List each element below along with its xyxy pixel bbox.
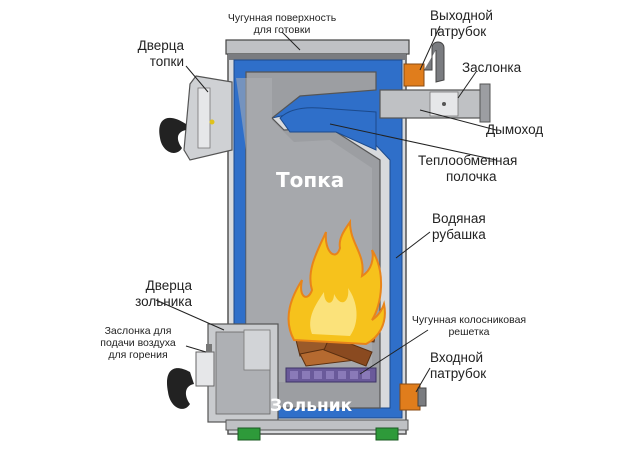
firebox-door-handle [159, 117, 186, 153]
label-air-damper: Заслонка для подачи воздуха для горения [100, 325, 176, 362]
ashpit-door-handle [166, 368, 194, 409]
label-outlet-pipe: Выходной патрубок [430, 8, 493, 39]
outlet-pipe [403, 63, 425, 87]
label-chimney: Дымоход [486, 122, 544, 137]
outlet-pipe-riser [424, 41, 445, 83]
air-supply-damper [195, 351, 215, 387]
heat-exchange-shelf [279, 107, 377, 151]
leader-lines [155, 25, 497, 393]
boiler-base [225, 419, 409, 431]
label-inlet-pipe: Входной патрубок [430, 350, 487, 381]
label-water-jacket: Водяная рубашка [432, 211, 486, 242]
label-cast-iron-grate: Чугунная колосниковая решетка [411, 314, 527, 339]
cast-iron-cooking-surface [225, 39, 410, 55]
foot-left [237, 427, 261, 441]
label-cast-iron-surface: Чугунная поверхность для готовки [227, 12, 337, 37]
label-ashpit-door: Дверца зольника [135, 278, 192, 309]
label-firebox: Топка [276, 168, 345, 192]
inlet-pipe [399, 383, 421, 411]
label-ashpit: Зольник [270, 396, 353, 416]
label-firebox-door: Дверца топки [137, 38, 184, 69]
foot-right [375, 427, 399, 441]
label-damper: Заслонка [462, 60, 522, 75]
label-heat-exchange-shelf: Теплообменная полочка [418, 153, 518, 184]
